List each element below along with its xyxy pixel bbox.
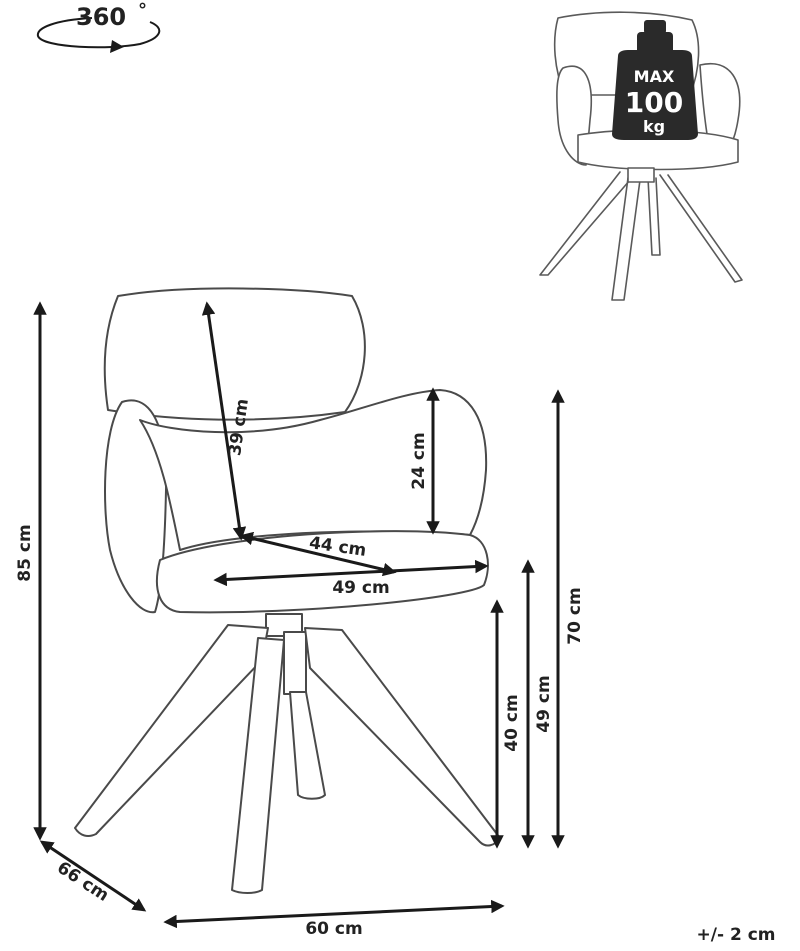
weight-icon: MAX 100 kg: [612, 20, 698, 140]
weight-max-label: MAX: [634, 67, 675, 86]
label-armrest-height: 24 cm: [409, 432, 429, 489]
weight-capacity-illustration: MAX 100 kg: [539, 11, 743, 301]
label-height-seat: 40 cm: [502, 694, 522, 751]
label-tolerance: +/- 2 cm: [697, 925, 776, 945]
dimension-labels: 85 cm 39 cm 24 cm 44 cm 49 cm 70 cm 49 c…: [15, 398, 775, 945]
arrow-width: [163, 899, 505, 929]
label-seat-width: 49 cm: [332, 578, 389, 598]
rotation-degree: °: [138, 0, 147, 21]
label-height-seat-front: 49 cm: [534, 675, 554, 732]
weight-unit-label: kg: [643, 117, 665, 136]
rotation-label: 360: [76, 3, 126, 31]
arrow-seat-width: [213, 559, 489, 587]
arrow-depth: [39, 840, 147, 912]
label-height-total: 85 cm: [15, 524, 35, 581]
dimension-arrows: [33, 301, 565, 929]
chair-drawing: [74, 287, 501, 894]
rotation-badge: 360 °: [36, 0, 161, 53]
label-height-armrest: 70 cm: [565, 587, 585, 644]
arrow-backrest: [201, 301, 247, 541]
label-width: 60 cm: [305, 919, 362, 939]
weight-value-label: 100: [625, 86, 683, 119]
rotation-arrow-icon: [36, 17, 161, 49]
